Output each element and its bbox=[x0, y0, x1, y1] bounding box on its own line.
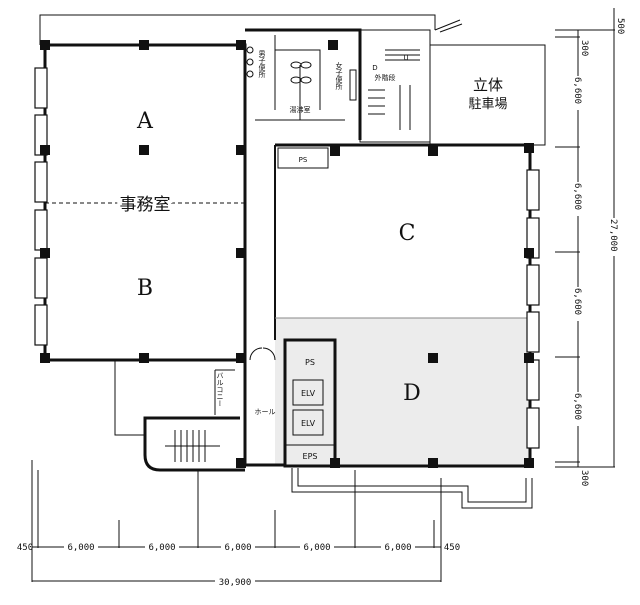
outer-stair-block bbox=[359, 29, 431, 143]
dim-v-2: 6,600 bbox=[572, 77, 582, 104]
label-b: B bbox=[137, 276, 153, 301]
dim-h-4: 6,000 bbox=[303, 543, 330, 553]
label-stair-up: U bbox=[403, 54, 408, 62]
elevator-2 bbox=[292, 409, 324, 436]
toilet-fixtures bbox=[246, 46, 357, 101]
dim-v-0: 500 bbox=[615, 18, 625, 34]
lower-stair-treads bbox=[165, 430, 220, 462]
dim-h-2: 6,000 bbox=[148, 543, 175, 553]
toilet-partitions bbox=[255, 35, 345, 121]
label-hall: ホール bbox=[255, 408, 276, 416]
elevator-1 bbox=[292, 379, 324, 406]
dim-h-5: 6,000 bbox=[384, 543, 411, 553]
label-c: C bbox=[399, 221, 416, 246]
label-womens-toilet: 女子便所 bbox=[335, 61, 343, 91]
label-outer-stair: 外階段 bbox=[375, 73, 396, 82]
label-ps-top: PS bbox=[299, 156, 308, 164]
parking-block bbox=[429, 44, 546, 146]
ps-top bbox=[277, 147, 329, 169]
dim-h-total: 30,900 bbox=[219, 578, 252, 588]
label-stair-down: D bbox=[372, 64, 377, 72]
dim-h-6: 450 bbox=[444, 543, 460, 553]
label-balcony: バルコニー bbox=[216, 372, 224, 407]
label-eps: EPS bbox=[303, 452, 318, 461]
lower-stair-wall bbox=[143, 416, 245, 472]
dim-v-6: 300 bbox=[579, 470, 589, 486]
label-mens-toilet: 男子便所 bbox=[258, 50, 266, 79]
label-kitchenette: 湯沸室 bbox=[290, 105, 311, 114]
dim-v-4: 6,600 bbox=[572, 288, 582, 315]
core-wall bbox=[283, 338, 337, 468]
hall-door bbox=[249, 347, 276, 361]
stair-rail-top bbox=[434, 19, 463, 33]
label-a: A bbox=[136, 109, 154, 134]
stair-treads bbox=[368, 49, 420, 130]
label-parking-1: 立体 bbox=[473, 76, 503, 94]
right-windows bbox=[526, 169, 540, 449]
columns bbox=[40, 40, 534, 468]
bottom-dimensions bbox=[31, 460, 442, 582]
dim-v-3: 6,600 bbox=[572, 183, 582, 210]
dim-v-1: 300 bbox=[579, 40, 589, 56]
label-elv-1: ELV bbox=[301, 389, 316, 398]
terrace-outline bbox=[291, 468, 533, 509]
label-d: D bbox=[403, 381, 421, 406]
label-ps-bottom: PS bbox=[305, 358, 315, 367]
balcony-outline bbox=[214, 369, 235, 415]
roof-outline bbox=[39, 14, 436, 45]
dim-v-total: 27,000 bbox=[608, 219, 618, 252]
label-parking-2: 駐車場 bbox=[468, 97, 507, 112]
dim-h-1: 6,000 bbox=[67, 543, 94, 553]
area-d-shade bbox=[275, 318, 530, 466]
lower-left-outline bbox=[114, 360, 145, 436]
label-office: 事務室 bbox=[120, 195, 171, 215]
dim-h-3: 6,000 bbox=[224, 543, 251, 553]
dim-h-0: 450 bbox=[17, 543, 33, 553]
label-elv-2: ELV bbox=[301, 419, 316, 428]
dim-v-5: 6,600 bbox=[572, 393, 582, 420]
